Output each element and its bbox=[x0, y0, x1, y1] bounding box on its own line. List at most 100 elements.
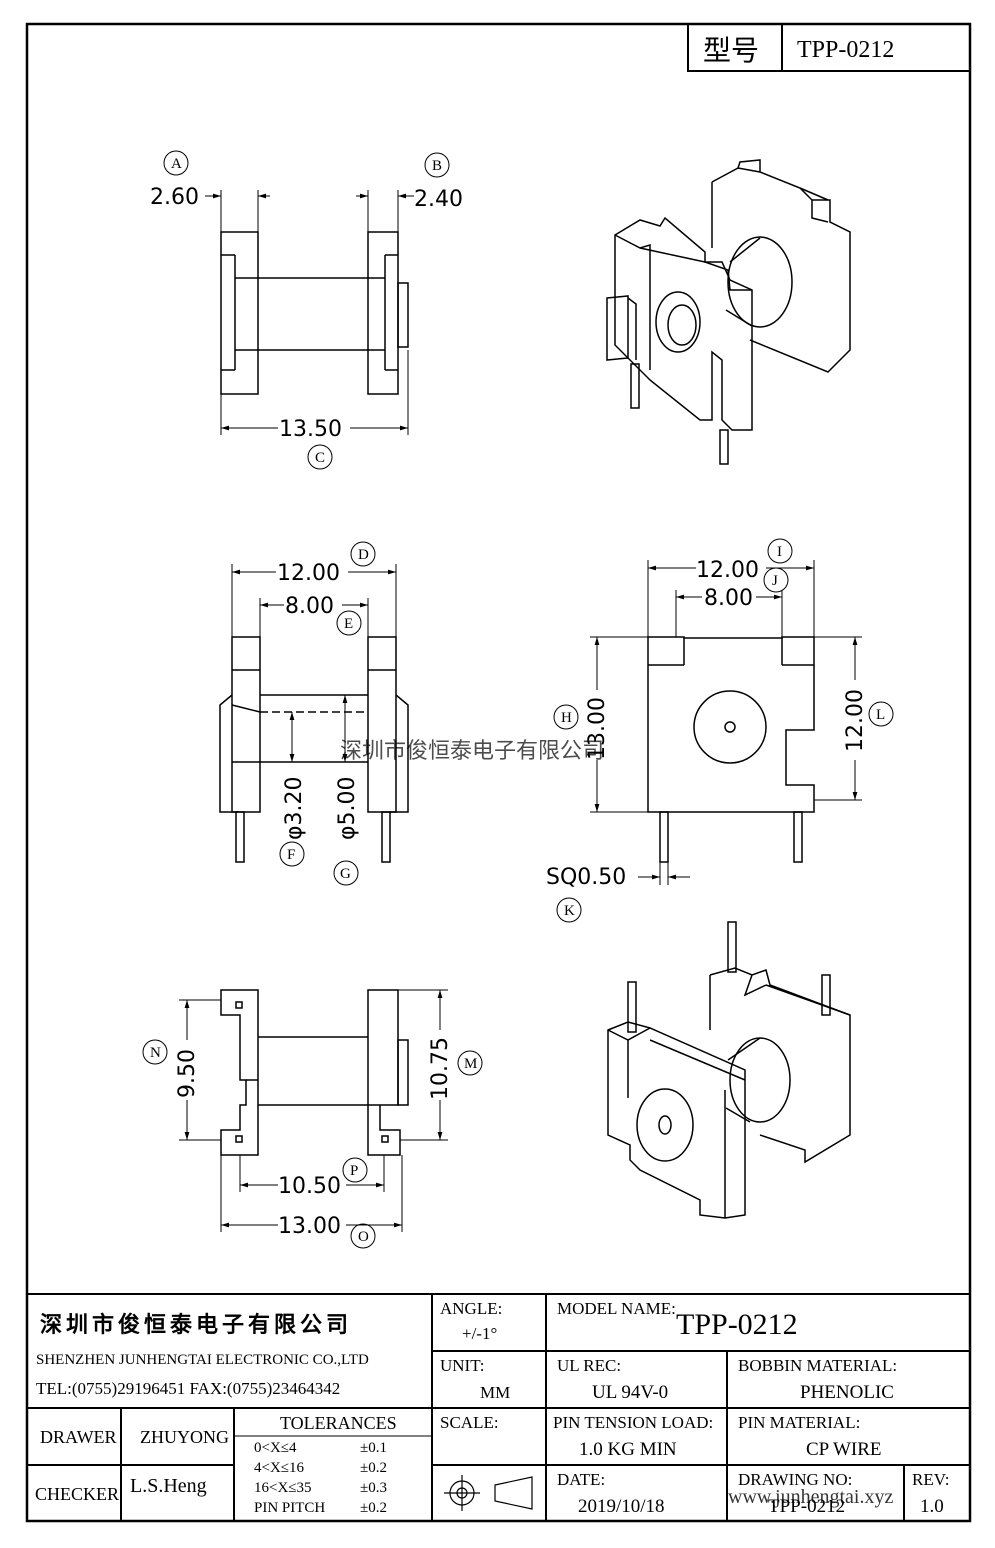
drawing-no-label: DRAWING NO: bbox=[738, 1470, 852, 1489]
unit-label: UNIT: bbox=[440, 1356, 484, 1375]
tolerance-value: ±0.1 bbox=[360, 1440, 387, 1456]
tolerance-value: ±0.2 bbox=[360, 1500, 387, 1516]
svg-text:H: H bbox=[561, 710, 572, 726]
svg-text:C: C bbox=[315, 450, 325, 466]
svg-text:K: K bbox=[564, 903, 575, 919]
bubble-c: C bbox=[307, 444, 333, 470]
model-label-cn: 型号 bbox=[703, 34, 759, 67]
angle-label: ANGLE: bbox=[440, 1299, 502, 1318]
bubble-a: A bbox=[163, 150, 189, 176]
checker-name: L.S.Heng bbox=[130, 1475, 207, 1497]
bottom-view-dims bbox=[179, 989, 448, 1232]
svg-text:I: I bbox=[777, 544, 782, 560]
bubble-n: N bbox=[142, 1039, 168, 1065]
bubble-d: D bbox=[350, 541, 376, 567]
end-view bbox=[647, 636, 815, 863]
bubble-o: O bbox=[350, 1223, 376, 1249]
dim-g: φ5.00 bbox=[335, 777, 360, 841]
svg-text:B: B bbox=[432, 158, 442, 174]
dim-a: 2.60 bbox=[150, 185, 199, 210]
svg-text:F: F bbox=[287, 847, 295, 863]
svg-text:M: M bbox=[464, 1056, 477, 1072]
company-name-en: SHENZHEN JUNHENGTAI ELECTRONIC CO.,LTD bbox=[36, 1352, 369, 1368]
bubble-b: B bbox=[424, 152, 450, 178]
bubble-j: J bbox=[763, 567, 789, 593]
projection-symbol bbox=[444, 1475, 533, 1511]
drawer-label: DRAWER bbox=[40, 1427, 117, 1447]
svg-text:E: E bbox=[344, 616, 353, 632]
dim-o: 13.00 bbox=[278, 1214, 341, 1239]
bobbin-material-value: PHENOLIC bbox=[800, 1382, 894, 1403]
svg-text:G: G bbox=[340, 866, 351, 882]
drawing-no-value: TPP-0212 bbox=[768, 1496, 845, 1517]
tolerance-range: 4<X≤16 bbox=[254, 1460, 305, 1476]
svg-text:L: L bbox=[876, 707, 885, 723]
dim-d: 12.00 bbox=[277, 561, 340, 586]
svg-text:D: D bbox=[358, 547, 369, 563]
pin-material-label: PIN MATERIAL: bbox=[738, 1413, 860, 1432]
ul-rec-label: UL REC: bbox=[557, 1356, 621, 1375]
pin-tension-label: PIN TENSION LOAD: bbox=[553, 1413, 713, 1432]
bottom-view bbox=[220, 989, 409, 1156]
bubble-g: G bbox=[333, 860, 359, 886]
tolerance-value: ±0.2 bbox=[360, 1460, 387, 1476]
scale-label: SCALE: bbox=[440, 1413, 499, 1432]
dim-n: 9.50 bbox=[175, 1049, 200, 1098]
dim-m: 10.75 bbox=[428, 1037, 453, 1100]
side-view bbox=[219, 636, 409, 863]
website-watermark: www.junhengtai.xyz bbox=[728, 1486, 893, 1508]
drawer-name: ZHUYONG bbox=[140, 1427, 229, 1447]
tolerance-range: PIN PITCH bbox=[254, 1500, 325, 1516]
bubble-i: I bbox=[767, 538, 793, 564]
tolerance-range: 16<X≤35 bbox=[254, 1480, 312, 1496]
svg-text:P: P bbox=[350, 1163, 358, 1179]
bubble-f: F bbox=[279, 841, 305, 867]
dim-j: 8.00 bbox=[704, 586, 753, 611]
svg-text:N: N bbox=[150, 1045, 161, 1061]
title-block bbox=[27, 1293, 970, 1521]
tolerance-range: 0<X≤4 bbox=[254, 1440, 297, 1456]
model-name-label: MODEL NAME: bbox=[557, 1299, 676, 1318]
dim-b: 2.40 bbox=[414, 187, 463, 212]
pin-material-value: CP WIRE bbox=[806, 1439, 881, 1460]
bubble-e: E bbox=[336, 610, 362, 636]
bubble-h: H bbox=[553, 704, 579, 730]
watermark: 深圳市俊恒泰电子有限公司 bbox=[340, 739, 604, 764]
dim-h: 13.00 bbox=[585, 697, 610, 760]
tolerance-value: ±0.3 bbox=[360, 1480, 387, 1496]
bubble-m: M bbox=[457, 1050, 483, 1076]
bubble-k: K bbox=[556, 897, 582, 923]
tolerances-title: TOLERANCES bbox=[280, 1413, 397, 1433]
bobbin-material-label: BOBBIN MATERIAL: bbox=[738, 1356, 897, 1375]
dim-f: φ3.20 bbox=[282, 777, 307, 841]
rev-value: 1.0 bbox=[920, 1496, 944, 1517]
company-name-cn: 深圳市俊恒泰电子有限公司 bbox=[40, 1312, 352, 1338]
dim-p: 10.50 bbox=[278, 1174, 341, 1199]
isometric-view-2 bbox=[607, 921, 851, 1219]
unit-value: MM bbox=[480, 1383, 510, 1402]
svg-text:J: J bbox=[772, 573, 778, 589]
sheet-border bbox=[25, 22, 972, 1523]
pin-tension-value: 1.0 KG MIN bbox=[579, 1439, 677, 1460]
svg-text:A: A bbox=[171, 156, 182, 172]
isometric-view-1 bbox=[606, 159, 851, 465]
top-model-box: 型号 TPP-0212 bbox=[687, 23, 971, 72]
front-view-dims bbox=[205, 190, 414, 435]
svg-text:O: O bbox=[358, 1229, 369, 1245]
dim-i: 12.00 bbox=[696, 558, 759, 583]
model-value-top: TPP-0212 bbox=[797, 37, 894, 63]
date-label: DATE: bbox=[557, 1470, 605, 1489]
rev-label: REV: bbox=[912, 1470, 949, 1489]
dim-e: 8.00 bbox=[285, 594, 334, 619]
company-contact: TEL:(0755)29196451 FAX:(0755)23464342 bbox=[36, 1379, 340, 1398]
ul-rec-value: UL 94V-0 bbox=[592, 1382, 668, 1403]
checker-label: CHECKER bbox=[35, 1484, 119, 1504]
bubble-l: L bbox=[868, 701, 894, 727]
dim-l: 12.00 bbox=[843, 689, 868, 752]
dim-c: 13.50 bbox=[279, 417, 342, 442]
side-view-dims bbox=[231, 564, 397, 762]
date-value: 2019/10/18 bbox=[578, 1496, 665, 1517]
angle-value: +/-1° bbox=[462, 1324, 497, 1343]
